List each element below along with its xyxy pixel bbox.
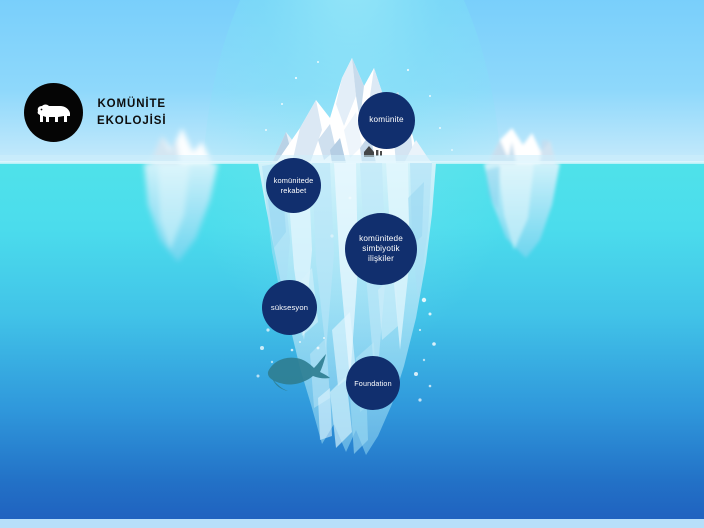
node-komunitede-simbiyotik-iliskiler[interactable]: komünitede simbiyotik ilişkiler <box>345 213 417 285</box>
whale-silhouette <box>267 354 330 391</box>
logo-badge <box>24 83 83 142</box>
node-komunite[interactable]: komünite <box>358 92 415 149</box>
node-suksesyon[interactable]: süksesyon <box>262 280 317 335</box>
waterline <box>0 161 704 164</box>
iceberg-left-background <box>144 128 218 262</box>
node-komunitede-rekabet[interactable]: komünitede rekabet <box>266 158 321 213</box>
bottom-edge-strip <box>0 519 704 528</box>
node-foundation[interactable]: Foundation <box>346 356 400 410</box>
waterline-glow <box>0 155 704 163</box>
brand-title: KOMÜNİTE EKOLOJİSİ <box>97 97 167 127</box>
whale-bubbles <box>290 337 325 352</box>
iceberg-right-background <box>484 128 560 258</box>
polar-bear-icon <box>37 104 70 122</box>
brand-logo: KOMÜNİTE EKOLOJİSİ <box>24 83 166 142</box>
